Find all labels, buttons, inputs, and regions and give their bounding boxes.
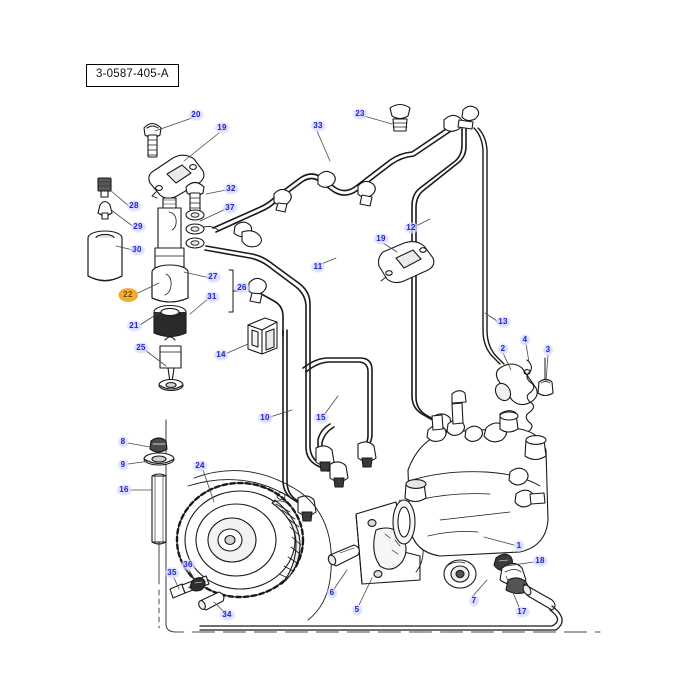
callout-3[interactable]: 3: [542, 344, 554, 356]
callout-19[interactable]: 19: [373, 233, 389, 245]
part-36-nut: [189, 577, 206, 592]
callout-17[interactable]: 17: [514, 606, 530, 618]
part-12-fuel-pipe: [411, 127, 467, 424]
callout-25[interactable]: 25: [133, 342, 149, 354]
callout-5[interactable]: 5: [351, 604, 363, 616]
callout-33[interactable]: 33: [310, 120, 326, 132]
part-13-return-line: [473, 127, 505, 365]
part-31-nozzle: [159, 336, 182, 383]
callout-14[interactable]: 14: [213, 349, 229, 361]
part-20-bolt: [143, 122, 162, 158]
callout-30[interactable]: 30: [129, 244, 145, 256]
callout-22-selected[interactable]: 22: [118, 288, 138, 302]
callout-8[interactable]: 8: [117, 436, 129, 448]
part-14-pipe-clip: [247, 317, 278, 355]
callout-1[interactable]: 1: [513, 540, 525, 552]
callout-2[interactable]: 2: [497, 343, 509, 355]
part-4-spring: [525, 359, 535, 432]
callout-18[interactable]: 18: [532, 555, 548, 567]
callout-19[interactable]: 19: [214, 122, 230, 134]
callout-4[interactable]: 4: [519, 334, 531, 346]
part-25-washer: [158, 378, 184, 392]
part-24-timing-gear: [175, 470, 332, 621]
callout-37[interactable]: 37: [222, 202, 238, 214]
callout-26[interactable]: 26: [234, 282, 250, 294]
part-28-connector: [97, 177, 112, 198]
callout-6[interactable]: 6: [326, 587, 338, 599]
part-37-washers: [185, 209, 219, 249]
part-8-nut: [149, 437, 168, 453]
callout-20[interactable]: 20: [188, 109, 204, 121]
part-19-clamp-right: [377, 240, 435, 284]
callout-27[interactable]: 27: [205, 271, 221, 283]
callout-24[interactable]: 24: [192, 460, 208, 472]
callout-34[interactable]: 34: [219, 609, 235, 621]
callout-11[interactable]: 11: [310, 261, 326, 273]
drawing-number-title-block: 3-0587-405-A: [86, 64, 179, 87]
part-7-bushing: [443, 559, 477, 589]
part-32-bolt: [185, 181, 205, 212]
callout-10[interactable]: 10: [257, 412, 273, 424]
callout-35[interactable]: 35: [164, 567, 180, 579]
part-return-hose: [199, 605, 563, 631]
part-1-injection-pump: [392, 390, 549, 557]
part-17-solenoid: [499, 562, 556, 611]
part-9-washer: [143, 452, 175, 466]
callout-16[interactable]: 16: [116, 484, 132, 496]
part-29-nipple: [97, 200, 113, 220]
part-5-mounting-flange: [355, 501, 427, 585]
part-6-dowel: [327, 544, 360, 567]
part-22-nozzle-nut: [151, 264, 189, 303]
callout-31[interactable]: 31: [204, 291, 220, 303]
callout-13[interactable]: 13: [495, 316, 511, 328]
part-30-sleeve: [87, 230, 123, 282]
callout-36[interactable]: 36: [180, 559, 196, 571]
callout-28[interactable]: 28: [126, 200, 142, 212]
callout-21[interactable]: 21: [126, 320, 142, 332]
part-23-bolt: [389, 103, 411, 132]
callout-leader-lines: [109, 115, 549, 613]
pipe-hose-ends: [297, 413, 453, 522]
callout-23[interactable]: 23: [352, 108, 368, 120]
callout-15[interactable]: 15: [313, 412, 329, 424]
callout-12[interactable]: 12: [403, 222, 419, 234]
callout-7[interactable]: 7: [468, 595, 480, 607]
part-16-stud: [151, 473, 167, 629]
part-21-spacer: [153, 304, 187, 338]
callout-32[interactable]: 32: [223, 183, 239, 195]
callout-29[interactable]: 29: [130, 221, 146, 233]
pipe-union-fittings: [233, 105, 480, 304]
callout-9[interactable]: 9: [117, 459, 129, 471]
part-11-fuel-pipe: [204, 245, 333, 472]
part-15-fuel-pipe: [302, 357, 373, 454]
part-34-dowel: [198, 591, 225, 611]
part-3-plunger: [537, 357, 554, 397]
